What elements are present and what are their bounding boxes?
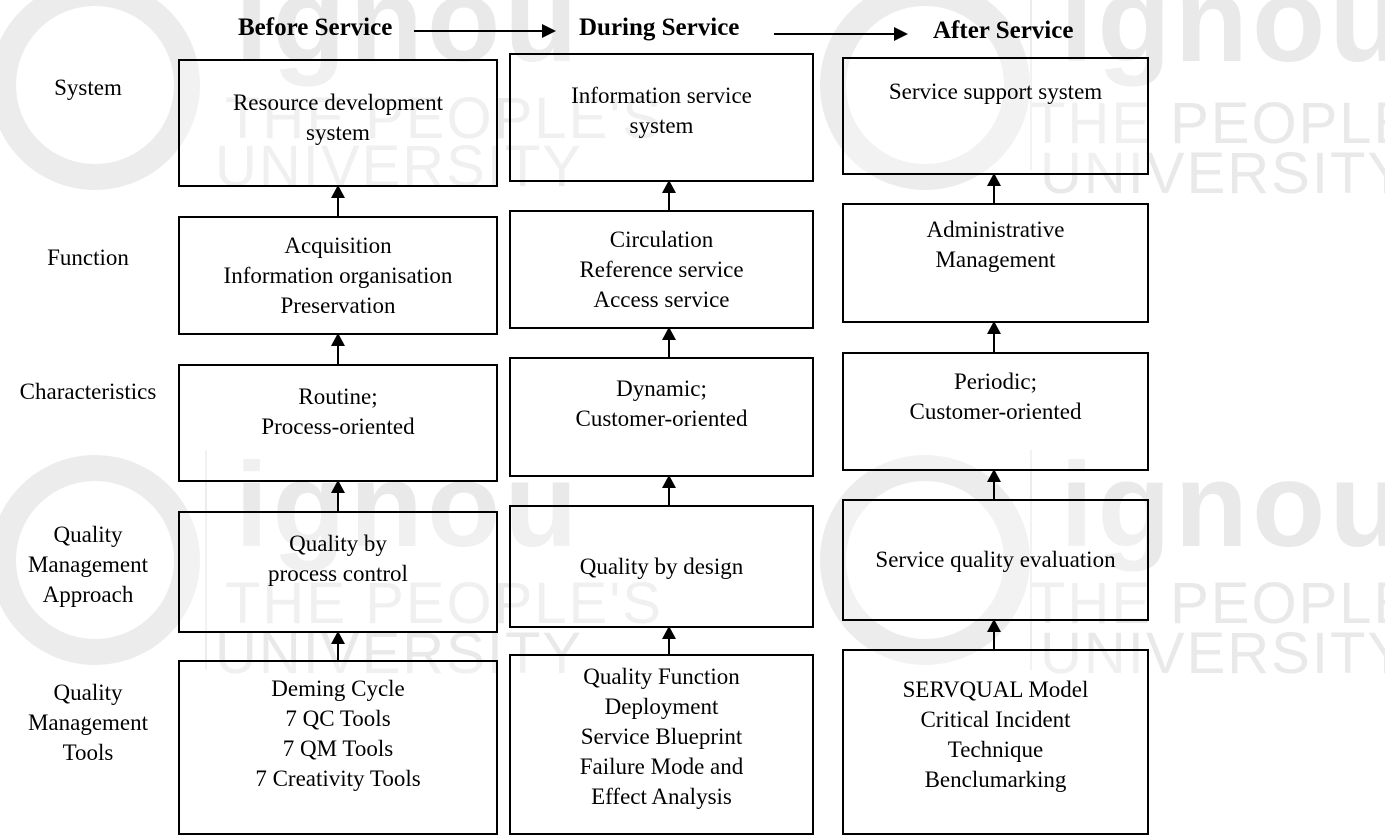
watermark-divider bbox=[1030, 450, 1032, 670]
watermark-tagline: THE PEOPLE'S bbox=[1030, 571, 1385, 636]
before-function-box: Acquisition Information organisation Pre… bbox=[178, 216, 498, 335]
row-label-line: Tools bbox=[62, 740, 114, 765]
box-line: 7 Creativity Tools bbox=[255, 766, 421, 791]
box-line: Quality by bbox=[289, 531, 387, 556]
row-label-function: Function bbox=[0, 243, 176, 273]
box-line: Information service bbox=[571, 83, 752, 108]
box-line: Reference service bbox=[579, 256, 744, 282]
box-line: Quality by design bbox=[579, 553, 744, 579]
watermark-divider bbox=[205, 450, 207, 670]
row-label-line: Approach bbox=[42, 582, 134, 607]
box-line: SERVQUAL Model bbox=[902, 677, 1089, 702]
before-approach-box: Quality by process control bbox=[178, 511, 498, 633]
row-label-approach: Quality Management Approach bbox=[0, 520, 176, 610]
box-line: Quality Function bbox=[583, 664, 740, 689]
after-characteristics-box: Periodic; Customer-oriented bbox=[842, 352, 1149, 471]
box-line: Service Blueprint bbox=[580, 724, 743, 749]
box-line: Administrative bbox=[926, 217, 1065, 242]
after-approach-box: Service quality evaluation bbox=[842, 499, 1149, 621]
box-line: Deming Cycle bbox=[271, 676, 405, 701]
arrow-up-icon bbox=[662, 475, 676, 505]
box-line: system bbox=[306, 120, 370, 145]
during-function-box: Circulation Reference service Access ser… bbox=[509, 210, 814, 329]
box-line: process control bbox=[268, 561, 408, 586]
box-line: Dynamic; bbox=[616, 376, 707, 401]
row-label-line: Management bbox=[27, 710, 149, 735]
arrow-up-icon bbox=[662, 626, 676, 654]
during-characteristics-box: Dynamic; Customer-oriented bbox=[509, 357, 814, 477]
watermark-brand: ignou bbox=[1060, 0, 1385, 87]
phase-header-during: During Service bbox=[579, 14, 740, 41]
watermark-brand: ignou bbox=[235, 0, 582, 87]
after-tools-box: SERVQUAL Model Critical Incident Techniq… bbox=[842, 649, 1149, 835]
box-line: Periodic; bbox=[953, 369, 1038, 394]
box-line: Circulation bbox=[609, 226, 714, 252]
row-label-text: System bbox=[54, 75, 122, 100]
phase-arrow bbox=[414, 24, 556, 38]
box-line: Effect Analysis bbox=[591, 784, 732, 809]
box-line: Customer-oriented bbox=[575, 406, 748, 431]
arrow-up-icon bbox=[987, 619, 1001, 649]
phase-arrow bbox=[774, 27, 908, 41]
arrow-up-icon bbox=[987, 469, 1001, 499]
box-line: Benclumarking bbox=[924, 767, 1067, 792]
before-system-box: Resource development system bbox=[178, 59, 498, 187]
row-label-text: Function bbox=[47, 245, 129, 270]
box-line: Failure Mode and bbox=[579, 754, 744, 779]
box-line: system bbox=[629, 113, 694, 138]
box-line: 7 QC Tools bbox=[285, 706, 391, 731]
watermark-divider bbox=[1030, 0, 1032, 170]
arrow-up-icon bbox=[662, 180, 676, 210]
during-approach-box: Quality by design bbox=[509, 505, 814, 628]
row-label-line: Quality bbox=[53, 522, 123, 547]
box-line: Deployment bbox=[604, 694, 719, 719]
box-line: Service quality evaluation bbox=[875, 547, 1116, 572]
box-line: Customer-oriented bbox=[909, 399, 1082, 424]
row-label-characteristics: Characteristics bbox=[0, 377, 176, 407]
box-line: Preservation bbox=[280, 292, 396, 318]
after-function-box: Administrative Management bbox=[842, 203, 1149, 323]
during-tools-box: Quality Function Deployment Service Blue… bbox=[509, 654, 814, 835]
box-line: Process-oriented bbox=[261, 414, 415, 439]
box-line: Service support system bbox=[888, 79, 1103, 104]
box-line: Resource development bbox=[232, 90, 444, 115]
after-system-box: Service support system bbox=[842, 57, 1149, 175]
box-line: 7 QM Tools bbox=[282, 736, 394, 761]
box-line: Management bbox=[935, 247, 1056, 272]
arrow-up-icon bbox=[662, 327, 676, 357]
row-label-line: Quality bbox=[53, 680, 123, 705]
row-label-line: Management bbox=[27, 552, 149, 577]
arrow-up-icon bbox=[987, 321, 1001, 352]
phase-header-after: After Service bbox=[933, 17, 1074, 44]
arrow-up-icon bbox=[331, 631, 345, 660]
during-system-box: Information service system bbox=[509, 53, 814, 182]
arrow-up-icon bbox=[331, 333, 345, 364]
arrow-up-icon bbox=[331, 185, 345, 216]
watermark-tagline: UNIVERSITY bbox=[1040, 621, 1385, 686]
row-label-tools: Quality Management Tools bbox=[0, 678, 176, 768]
box-line: Technique bbox=[947, 737, 1044, 762]
box-line: Access service bbox=[593, 286, 730, 312]
watermark-tagline: THE PEOPLE'S bbox=[225, 571, 663, 636]
box-line: Information organisation bbox=[223, 262, 453, 288]
phase-header-before: Before Service bbox=[238, 14, 393, 41]
watermark-tagline: UNIVERSITY bbox=[215, 621, 584, 686]
before-characteristics-box: Routine; Process-oriented bbox=[178, 364, 498, 482]
before-tools-box: Deming Cycle 7 QC Tools 7 QM Tools 7 Cre… bbox=[178, 660, 498, 835]
box-line: Routine; bbox=[298, 384, 378, 409]
watermark-tagline: THE PEOPLE'S bbox=[1030, 91, 1385, 156]
row-label-text: Characteristics bbox=[19, 379, 157, 404]
watermark-tagline: THE PEOPLE'S bbox=[225, 86, 663, 151]
row-label-system: System bbox=[0, 73, 176, 103]
watermark-brand: ignou bbox=[1060, 438, 1385, 572]
arrow-up-icon bbox=[331, 480, 345, 511]
arrow-up-icon bbox=[987, 173, 1001, 203]
box-line: Acquisition bbox=[284, 232, 392, 258]
box-line: Critical Incident bbox=[920, 707, 1071, 732]
